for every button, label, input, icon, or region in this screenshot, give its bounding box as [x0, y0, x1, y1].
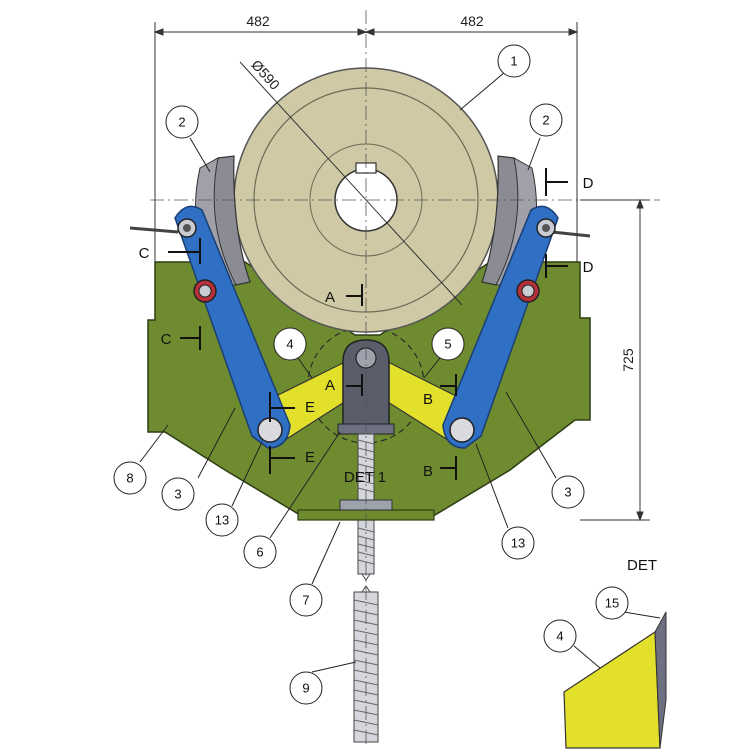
section-label-b-lower: B [423, 463, 433, 480]
callout-1: 1 [510, 54, 517, 69]
detail-inset [563, 611, 667, 749]
section-label-a-top: A [325, 289, 335, 306]
callout-2-left: 2 [178, 115, 185, 130]
rod-left [129, 226, 179, 234]
section-label-d-lower: D [583, 259, 594, 276]
callout-13-left: 13 [215, 513, 229, 528]
section-label-c-lower: C [161, 331, 172, 348]
leader-lines [139, 71, 661, 673]
pins [177, 218, 556, 443]
rod-right [551, 230, 591, 238]
dimension-lines [153, 22, 650, 522]
callout-15: 15 [605, 596, 619, 611]
dim-left-width: 482 [246, 13, 270, 29]
section-label-b-upper: B [423, 391, 433, 408]
arm-right [442, 205, 559, 449]
callout-3-left: 3 [174, 487, 181, 502]
section-label-d-upper: D [583, 175, 594, 192]
callout-3-right: 3 [564, 485, 571, 500]
callout-2-right: 2 [542, 113, 549, 128]
section-label-c-upper: C [139, 245, 150, 262]
arm-left [174, 205, 291, 449]
detail-label-det1: DET 1 [344, 469, 386, 486]
dim-right-width: 482 [460, 13, 484, 29]
callout-9: 9 [302, 681, 309, 696]
dim-height: 725 [620, 348, 636, 372]
callout-7: 7 [302, 593, 309, 608]
section-label-e-lower: E [305, 449, 315, 466]
callout-circles [113, 44, 629, 705]
callout-8: 8 [126, 471, 133, 486]
section-label-a-mid: A [325, 377, 335, 394]
callout-6: 6 [256, 545, 263, 560]
callout-4-detail: 4 [556, 629, 563, 644]
section-label-e-upper: E [305, 399, 315, 416]
dim-diameter: Ø590 [248, 57, 283, 93]
section-mark-symbols [168, 168, 568, 480]
callout-4: 4 [286, 337, 293, 352]
callout-13-right: 13 [511, 536, 525, 551]
callout-5: 5 [444, 337, 451, 352]
detail-label-det: DET [627, 557, 657, 574]
